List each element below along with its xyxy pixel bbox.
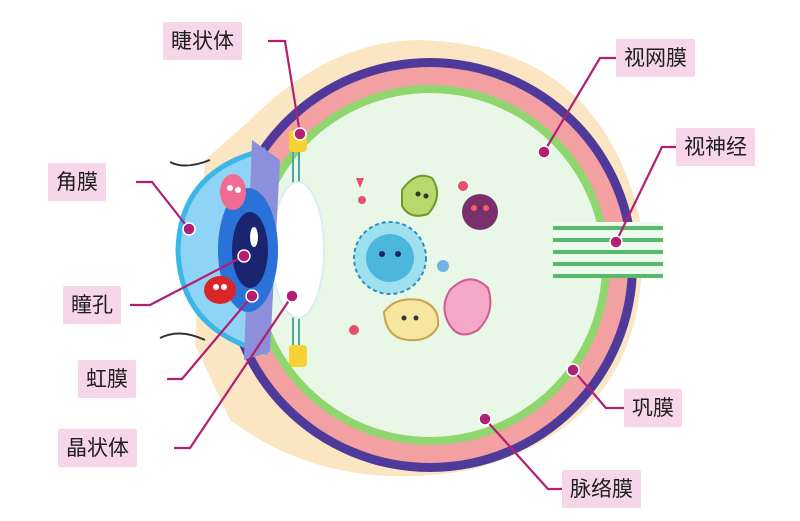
label-iris: 虹膜	[78, 360, 136, 398]
label-pupil: 瞳孔	[63, 286, 121, 324]
lower-eyelash	[159, 332, 206, 341]
dot-lens	[285, 289, 299, 303]
leader-choroid	[484, 418, 562, 491]
germ-icon	[462, 194, 498, 230]
leader-ciliary-body	[268, 39, 302, 135]
pupil-shape	[232, 212, 268, 288]
label-lens: 晶状体	[58, 429, 137, 467]
leader-pupil	[130, 255, 245, 307]
label-retina: 视网膜	[616, 39, 695, 77]
dot-choroid	[478, 412, 492, 426]
vitreous-body	[258, 93, 602, 437]
dot-optic-nerve	[609, 235, 623, 249]
leader-iris	[167, 295, 253, 381]
amoeba-icon	[382, 298, 440, 342]
dot-ciliary-body	[293, 127, 307, 141]
leader-retina	[543, 56, 616, 153]
optic-nerve	[553, 222, 663, 278]
pupil-highlight	[250, 227, 258, 247]
dot-sclera	[566, 363, 580, 377]
leader-optic-nerve	[615, 145, 676, 243]
microbe-small-2	[349, 325, 359, 335]
cornea-germ-upper	[220, 174, 246, 210]
label-optic-nerve: 视神经	[676, 128, 755, 166]
upper-eyelash	[169, 159, 211, 167]
microbe-small-3	[437, 260, 449, 272]
label-sclera: 巩膜	[624, 389, 682, 427]
dot-retina	[537, 145, 551, 159]
bacteria-icon	[401, 174, 439, 217]
microbe-small-1	[356, 178, 366, 204]
ciliary-body-lower	[289, 345, 307, 367]
virus-icon	[353, 221, 427, 295]
leader-lens	[174, 295, 293, 450]
leader-cornea	[136, 180, 190, 230]
parasite-icon	[443, 278, 492, 336]
microbe-small-4	[458, 181, 468, 191]
dot-iris	[245, 289, 259, 303]
cornea-germ-lower	[204, 276, 236, 304]
dot-pupil	[237, 249, 251, 263]
dot-cornea	[182, 222, 196, 236]
label-cornea: 角膜	[48, 163, 106, 201]
leader-sclera	[572, 369, 624, 410]
label-ciliary-body: 睫状体	[163, 22, 242, 60]
label-choroid: 脉络膜	[562, 470, 641, 508]
